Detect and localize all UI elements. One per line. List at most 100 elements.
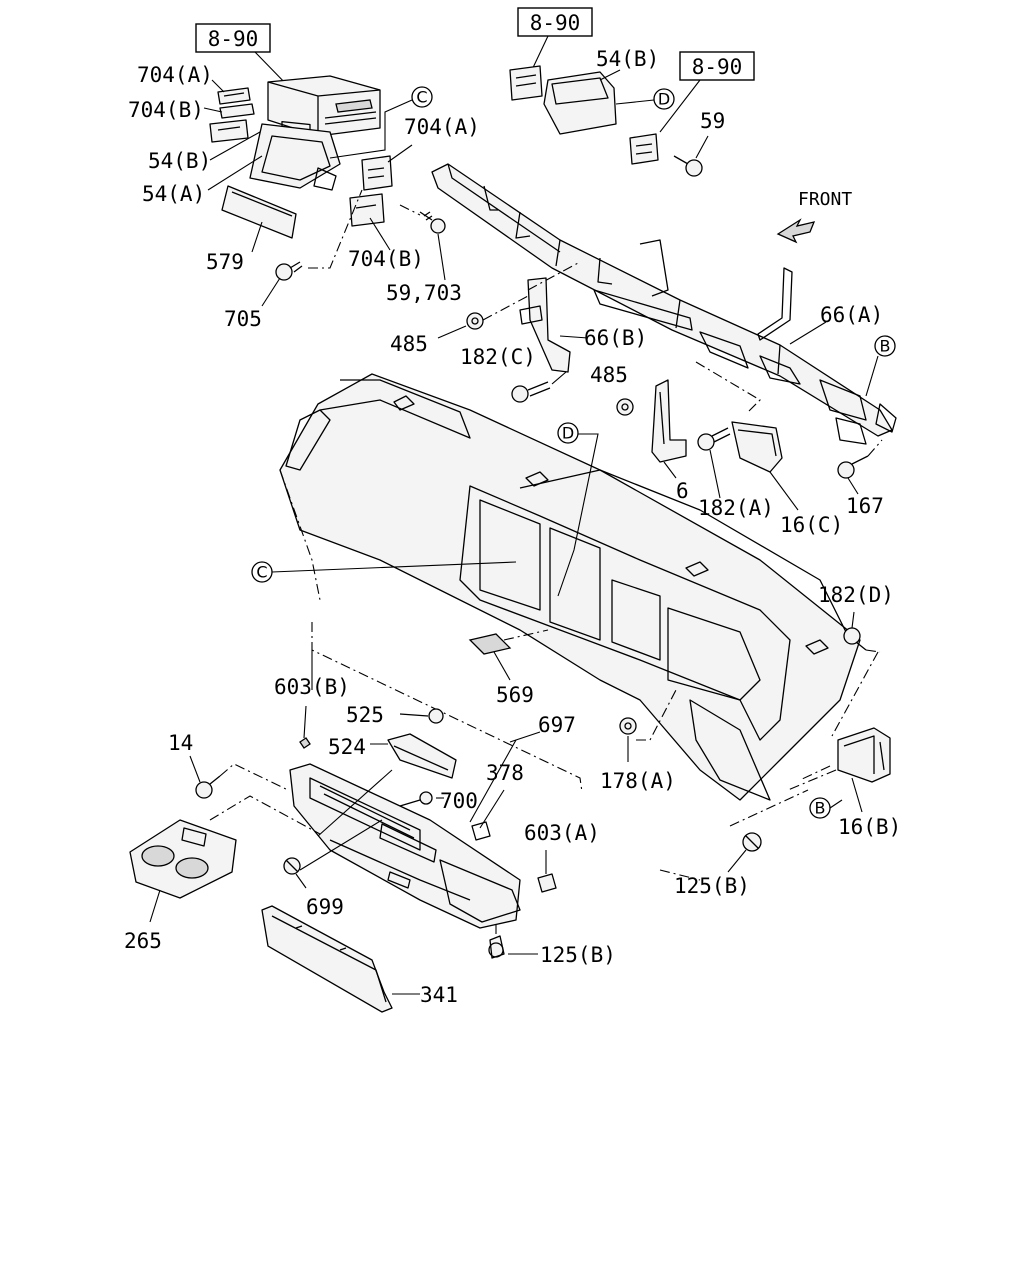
bracket-16c xyxy=(731,421,783,473)
label-265: 265 xyxy=(124,929,162,953)
callout-c-top xyxy=(411,86,433,108)
label-167: 167 xyxy=(846,494,884,518)
screw-705 xyxy=(275,261,303,281)
callout-b-bracket-letter: B xyxy=(815,799,826,818)
label-704b-mid: 704(B) xyxy=(348,247,424,271)
bracket-704a-top xyxy=(217,87,251,105)
label-603b: 603(B) xyxy=(274,675,350,699)
cross-member-66a: 66(A) B xyxy=(431,163,897,445)
callout-c-top-letter: C xyxy=(416,88,427,107)
clip-125b-bottom xyxy=(488,935,505,959)
label-569: 569 xyxy=(496,683,534,707)
label-66b: 66(B) xyxy=(584,326,647,350)
callout-d-panel xyxy=(557,422,579,444)
label-704a-mid: 704(A) xyxy=(404,115,480,139)
ref-box-label-center: 8-90 xyxy=(530,11,581,35)
bracket-66b xyxy=(527,277,571,373)
bolt-182a xyxy=(697,427,731,451)
label-59: 59 xyxy=(700,109,725,133)
label-699: 699 xyxy=(306,895,344,919)
label-6: 6 xyxy=(676,479,689,503)
label-704b-top: 704(B) xyxy=(128,98,204,122)
ref-box-label-right: 8-90 xyxy=(692,55,743,79)
clip-125b-right xyxy=(742,832,762,852)
label-705: 705 xyxy=(224,307,262,331)
bracket-704a-mid xyxy=(361,155,393,191)
bracket-6 xyxy=(651,379,687,463)
label-54b-right: 54(B) xyxy=(596,47,659,71)
screw-14 xyxy=(195,775,221,799)
label-485-b: 485 xyxy=(590,363,628,387)
label-485-a: 485 xyxy=(390,332,428,356)
front-label: FRONT xyxy=(798,189,852,210)
label-378: 378 xyxy=(486,761,524,785)
panel-524 xyxy=(387,733,457,779)
lower-trim-assembly: 603(B) 525 524 697 378 700 xyxy=(124,622,616,1013)
ref-box-8-90-left xyxy=(195,23,271,53)
ref-box-label-left: 8-90 xyxy=(208,27,259,51)
label-125b-bottom: 125(B) xyxy=(540,943,616,967)
label-14: 14 xyxy=(168,731,193,755)
instrument-panel: D C 569 182(D) 178(A) xyxy=(251,373,894,881)
label-125b-right: 125(B) xyxy=(674,874,750,898)
callout-b-top-letter: B xyxy=(880,337,891,356)
bracket-66b-group: 66(B) 485 182(C) xyxy=(390,261,647,403)
front-indicator: FRONT xyxy=(776,189,852,244)
ref-box-8-90-center xyxy=(517,7,593,37)
label-66a: 66(A) xyxy=(820,303,883,327)
label-603a: 603(A) xyxy=(524,821,600,845)
bracket-16b xyxy=(837,727,891,783)
callout-c-panel-letter: C xyxy=(256,563,267,582)
screw-525 xyxy=(399,708,444,724)
label-700: 700 xyxy=(440,789,478,813)
nut-485-a xyxy=(466,312,484,330)
bracket-16b-group: B 16(B) 125(B) xyxy=(674,651,901,898)
ref-box-8-90-right xyxy=(679,51,755,81)
callout-d-top-letter: D xyxy=(658,90,670,109)
label-178a: 178(A) xyxy=(600,769,676,793)
nut-485-b xyxy=(616,398,634,416)
label-579: 579 xyxy=(206,250,244,274)
pocket-54b xyxy=(543,71,617,135)
bracket-704b-mid xyxy=(349,193,385,227)
label-182a: 182(A) xyxy=(698,496,774,520)
label-54b-left: 54(B) xyxy=(148,149,211,173)
bolt-182d xyxy=(843,627,867,651)
bolt-182c xyxy=(511,381,551,403)
cup-holder-265 xyxy=(129,819,237,899)
bracket-pair-left xyxy=(209,119,249,143)
label-697: 697 xyxy=(538,713,576,737)
label-182d: 182(D) xyxy=(818,583,894,607)
label-59-703: 59,703 xyxy=(386,281,462,305)
clip-603a xyxy=(537,873,557,893)
callout-b-top xyxy=(874,335,896,357)
screw-59 xyxy=(673,155,703,177)
label-16b: 16(B) xyxy=(838,815,901,839)
callout-d-top xyxy=(653,88,675,110)
screw-59-703 xyxy=(419,211,446,234)
nut-178a xyxy=(619,717,637,735)
bracket-6-group: 485 6 182(A) 16(C) 167 xyxy=(590,361,884,537)
label-182c: 182(C) xyxy=(460,345,536,369)
bracket-center-top xyxy=(509,65,543,101)
bolt-167 xyxy=(837,455,869,479)
label-524: 524 xyxy=(328,735,366,759)
clip-569 xyxy=(468,633,512,655)
clip-603b xyxy=(299,737,311,749)
pocket-assembly: 8-90 54(B) D 8-90 59 xyxy=(509,7,755,177)
lid-341 xyxy=(261,905,393,1013)
front-arrow-icon xyxy=(776,218,816,244)
audio-unit-assembly: 8-90 xyxy=(128,23,480,331)
label-525: 525 xyxy=(346,703,384,727)
face-plate-579 xyxy=(221,185,297,239)
clip-699 xyxy=(283,857,301,875)
label-16c: 16(C) xyxy=(780,513,843,537)
bracket-704b-top xyxy=(219,103,255,119)
label-704a-top: 704(A) xyxy=(137,63,213,87)
bracket-59 xyxy=(629,133,659,165)
label-54a: 54(A) xyxy=(142,182,205,206)
part-378 xyxy=(471,821,491,841)
screw-700 xyxy=(399,791,433,807)
callout-d-panel-letter: D xyxy=(562,424,574,443)
